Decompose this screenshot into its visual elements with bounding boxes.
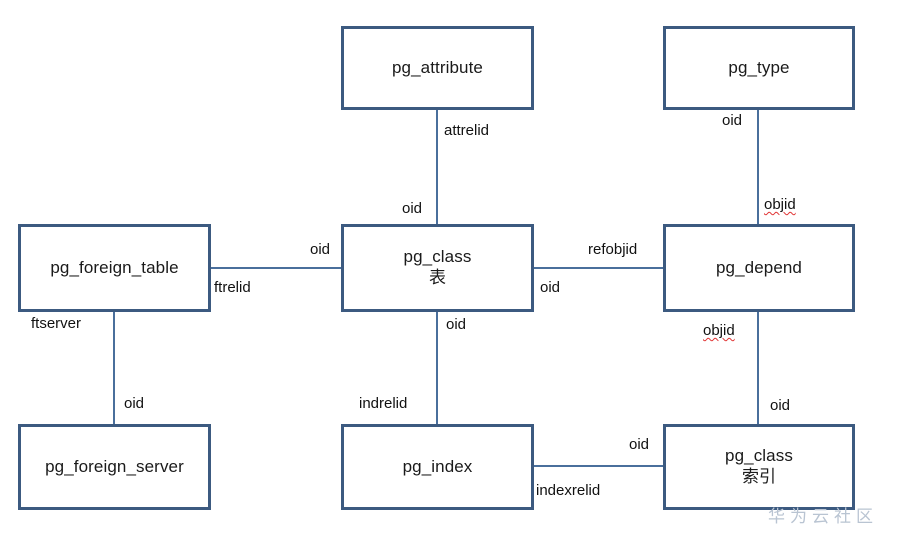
edge-label-attrelid: attrelid [444,122,490,139]
node-pg-class-table[interactable]: pg_class 表 [341,224,534,312]
edge-label-oid-index-classindex: oid [629,436,650,453]
edge-label-oid-attribute-class: oid [402,200,423,217]
edge-label-oid-foreignserver: oid [124,395,145,412]
node-pg-foreign-server[interactable]: pg_foreign_server [18,424,211,510]
node-title: pg_index [402,456,473,476]
node-pg-index[interactable]: pg_index [341,424,534,510]
node-title: pg_class [403,247,472,267]
node-title: pg_attribute [392,57,483,77]
edge-label-oid-depend-classindex: oid [770,397,791,414]
node-title: pg_foreign_table [50,257,179,277]
edge-label-ftrelid: ftrelid [214,279,251,296]
edge-label-oid-foreigntable-class: oid [310,241,331,258]
node-title: pg_class [725,446,793,466]
node-pg-foreign-table[interactable]: pg_foreign_table [18,224,211,312]
edge-label-indexrelid: indexrelid [536,482,601,499]
node-pg-type[interactable]: pg_type [663,26,855,110]
edge-label-indrelid: indrelid [359,395,408,412]
node-title: pg_type [728,57,790,77]
node-subtitle: 表 [429,268,446,287]
edge-label-objid-depend-classindex: objid [703,322,735,339]
node-pg-depend[interactable]: pg_depend [663,224,855,312]
node-subtitle: 索引 [742,467,776,486]
edge-label-ftserver: ftserver [31,315,82,332]
node-title: pg_depend [716,257,802,277]
edge-label-objid-type-depend: objid [764,196,796,213]
node-pg-attribute[interactable]: pg_attribute [341,26,534,110]
node-pg-class-index[interactable]: pg_class 索引 [663,424,855,510]
edge-label-oid-class-depend: oid [540,279,561,296]
edge-label-oid-class-index: oid [446,316,467,333]
edge-label-refobjid: refobjid [588,241,638,258]
node-title: pg_foreign_server [45,456,184,476]
watermark-huawei-cloud-community: 华为云社区 [768,507,878,526]
edge-label-oid-type: oid [722,112,743,129]
